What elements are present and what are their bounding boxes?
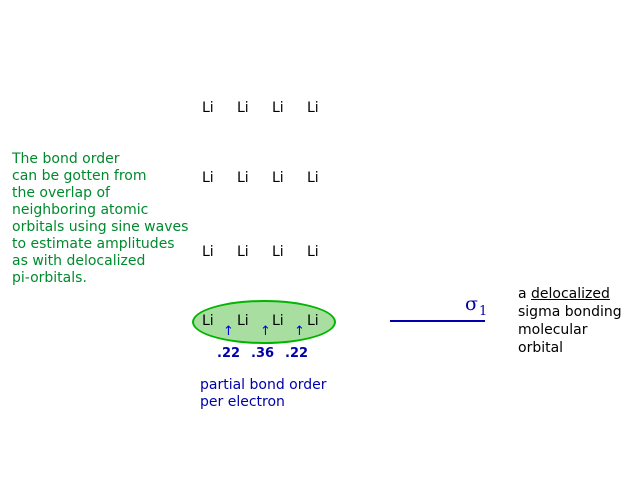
- li-row-1: Li Li Li Li: [202, 100, 342, 116]
- desc-prefix: a: [518, 286, 532, 302]
- bond-order-value: .22: [285, 346, 309, 361]
- desc-line-2: sigma bonding: [518, 304, 622, 320]
- energy-level-line: [390, 320, 485, 322]
- up-arrow-icon: ↑: [294, 324, 305, 339]
- up-arrow-icon: ↑: [223, 324, 234, 339]
- up-arrow-icon: ↑: [260, 324, 271, 339]
- li-atom: Li: [307, 100, 319, 116]
- li-atom: Li: [237, 170, 249, 186]
- li-atom: Li: [307, 313, 319, 329]
- li-atom: Li: [307, 170, 319, 186]
- bond-order-value: .36: [251, 346, 275, 361]
- li-atom: Li: [272, 100, 284, 116]
- li-atom: Li: [272, 170, 284, 186]
- li-atom: Li: [202, 100, 214, 116]
- desc-line-4: orbital: [518, 340, 564, 356]
- delocalized-orbital-oval: [192, 300, 336, 344]
- li-atom: Li: [202, 313, 214, 329]
- li-row-3: Li Li Li Li: [202, 244, 342, 260]
- desc-delocalized: delocalized: [531, 286, 610, 302]
- sigma-symbol: σ: [465, 293, 478, 315]
- bond-order-caption: partial bond order per electron: [200, 377, 327, 410]
- sigma-label: σ1: [465, 293, 487, 319]
- bond-order-explanation: The bond order can be gotten from the ov…: [12, 151, 189, 286]
- oval-li-row: Li Li Li Li: [202, 313, 342, 329]
- li-atom: Li: [272, 313, 284, 329]
- li-row-2: Li Li Li Li: [202, 170, 342, 186]
- li-atom: Li: [237, 244, 249, 260]
- li-atom: Li: [307, 244, 319, 260]
- li-atom: Li: [202, 244, 214, 260]
- li-atom: Li: [272, 244, 284, 260]
- bond-order-value: .22: [217, 346, 241, 361]
- sigma-subscript: 1: [478, 304, 488, 319]
- li-atom: Li: [202, 170, 214, 186]
- li-atom: Li: [237, 100, 249, 116]
- li-atom: Li: [237, 313, 249, 329]
- orbital-description: a delocalized sigma bonding molecular or…: [518, 285, 622, 357]
- desc-line-3: molecular: [518, 322, 588, 338]
